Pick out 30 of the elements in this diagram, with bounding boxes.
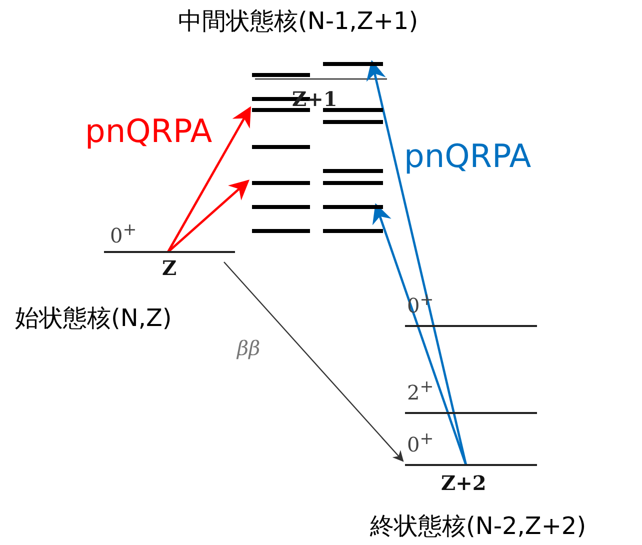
arrow bbox=[366, 60, 468, 466]
level-bar bbox=[323, 205, 383, 209]
level-bar bbox=[323, 229, 383, 233]
spin-parity-label: 2$^{+}$ bbox=[407, 379, 434, 403]
arrow bbox=[224, 262, 404, 462]
method-label: pnQRPA bbox=[85, 115, 212, 147]
level-bar bbox=[323, 169, 383, 173]
arrow bbox=[167, 180, 250, 253]
level-bar bbox=[252, 229, 310, 233]
title: 中間状態核(N-1,Z+1) bbox=[178, 9, 418, 33]
level-bar bbox=[252, 73, 310, 77]
nucleus-caption: 始状態核(N,Z) bbox=[15, 306, 172, 330]
arrow bbox=[167, 106, 251, 253]
arrow bbox=[372, 203, 468, 466]
level-bar bbox=[252, 181, 310, 185]
nucleus-label: Z bbox=[162, 258, 177, 278]
level-bar bbox=[323, 108, 383, 112]
edge-label: ββ bbox=[237, 338, 260, 358]
nucleus-label: Z+1 bbox=[292, 89, 338, 109]
level-bar bbox=[323, 181, 383, 185]
nucleus-caption: 終状態核(N-2,Z+2) bbox=[370, 514, 586, 538]
spin-parity-label: 0$^{+}$ bbox=[110, 222, 137, 246]
method-label: pnQRPA bbox=[404, 140, 532, 172]
level-bar bbox=[252, 145, 310, 149]
spin-parity-label: 0$^{+}$ bbox=[407, 431, 434, 455]
level-bar bbox=[252, 205, 310, 209]
level-bar bbox=[323, 120, 383, 124]
nucleus-label: Z+2 bbox=[441, 473, 486, 493]
level-bar bbox=[323, 62, 383, 66]
level-bar bbox=[252, 108, 310, 112]
